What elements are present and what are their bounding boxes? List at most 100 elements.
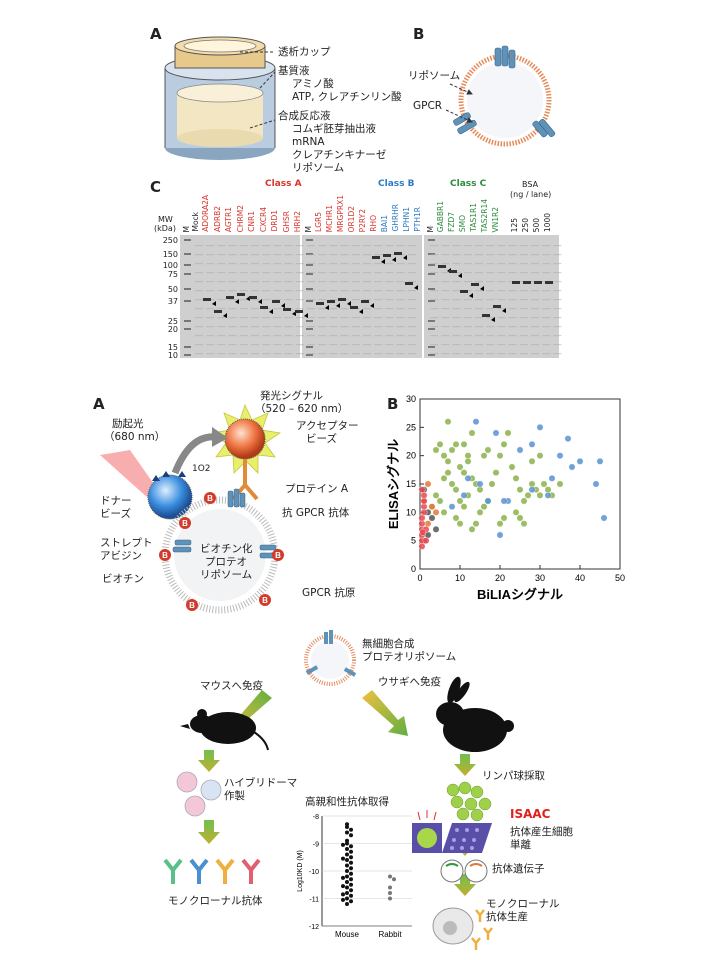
hybridoma-label-1: 作製 — [224, 790, 245, 802]
background-band — [195, 299, 203, 301]
background-band — [228, 299, 237, 301]
background-band — [206, 344, 215, 346]
marker-band — [306, 320, 313, 322]
scatter-point — [428, 503, 436, 511]
background-band — [251, 299, 259, 301]
proteoliposome-label-0: ビオチン化 — [200, 543, 253, 555]
background-band — [430, 335, 439, 337]
background-band — [463, 254, 472, 256]
substrate-item-0: アミノ酸 — [292, 78, 334, 90]
scatter-point — [418, 486, 426, 494]
background-band — [239, 317, 248, 319]
scatter-point — [508, 463, 516, 471]
background-band — [329, 254, 338, 256]
scatter-point — [528, 440, 536, 448]
scatter-point — [436, 497, 444, 505]
scatter-point — [432, 525, 440, 533]
background-band — [531, 263, 539, 265]
background-band — [363, 290, 371, 292]
background-band — [217, 317, 226, 319]
affinity-point — [341, 856, 345, 861]
scatter-point — [460, 440, 468, 448]
scatter-point — [440, 474, 448, 482]
scatter-point — [472, 418, 480, 426]
gel-image-b — [302, 235, 422, 358]
background-band — [206, 290, 215, 292]
scatter-point — [524, 491, 532, 499]
mw-marker: 20 — [167, 325, 178, 334]
background-band — [195, 254, 203, 256]
marker-band — [184, 320, 191, 322]
affinity-point — [388, 874, 392, 879]
marker-band — [306, 264, 313, 266]
rabbit-immunize-label: ウサギへ免疫 — [378, 676, 441, 688]
background-band — [374, 344, 383, 346]
background-band — [486, 308, 495, 310]
background-band — [385, 299, 394, 301]
background-band — [486, 299, 495, 301]
background-band — [385, 281, 394, 283]
band-arrowhead — [212, 301, 216, 306]
scatter-point — [448, 446, 456, 454]
band-arrowhead — [458, 273, 462, 278]
scatter-point — [476, 508, 484, 516]
background-band — [553, 326, 562, 328]
background-band — [340, 308, 349, 310]
background-band — [531, 353, 539, 355]
scatter-point — [556, 452, 564, 460]
background-band — [463, 272, 472, 274]
background-band — [463, 263, 472, 265]
band-arrowhead — [403, 255, 407, 260]
background-band — [531, 326, 539, 328]
background-band — [430, 344, 439, 346]
scatter-point — [452, 486, 460, 494]
background-band — [295, 290, 304, 292]
background-band — [228, 245, 237, 247]
background-band — [497, 290, 506, 292]
background-band — [407, 353, 416, 355]
background-band — [363, 281, 371, 283]
background-band — [441, 317, 450, 319]
affinity-point — [349, 888, 353, 893]
background-band — [284, 326, 293, 328]
scatter-point — [422, 537, 430, 545]
marker-band — [306, 300, 313, 302]
excitation-range: （680 nm） — [104, 431, 166, 443]
background-band — [340, 263, 349, 265]
background-band — [195, 353, 203, 355]
affinity-point — [341, 897, 345, 902]
background-band — [318, 308, 327, 310]
background-band — [374, 254, 383, 256]
background-band — [239, 281, 248, 283]
scatter-point — [444, 418, 452, 426]
scatter-point — [500, 514, 508, 522]
antibody-production-icon — [432, 907, 493, 950]
scatter-point — [468, 429, 476, 437]
cup-label: 透析カップ — [278, 46, 331, 58]
scatter-point — [464, 474, 472, 482]
background-band — [206, 353, 215, 355]
background-band — [340, 290, 349, 292]
background-band — [519, 317, 528, 319]
scatter-point — [512, 508, 520, 516]
background-band — [519, 245, 528, 247]
target-band — [249, 296, 257, 299]
background-band — [486, 290, 495, 292]
scatter-point — [448, 503, 456, 511]
background-band — [430, 353, 439, 355]
class-b-title: Class B — [378, 179, 415, 189]
scatter-point — [500, 497, 508, 505]
background-band — [542, 272, 551, 274]
background-band — [531, 254, 539, 256]
background-band — [430, 245, 439, 247]
scatter-point — [544, 486, 552, 494]
background-band — [385, 272, 394, 274]
marker-band — [184, 273, 191, 275]
background-band — [396, 245, 405, 247]
background-band — [519, 308, 528, 310]
background-band — [251, 263, 259, 265]
background-band — [486, 353, 495, 355]
background-band — [318, 263, 327, 265]
x-tick-label: 50 — [615, 573, 625, 583]
